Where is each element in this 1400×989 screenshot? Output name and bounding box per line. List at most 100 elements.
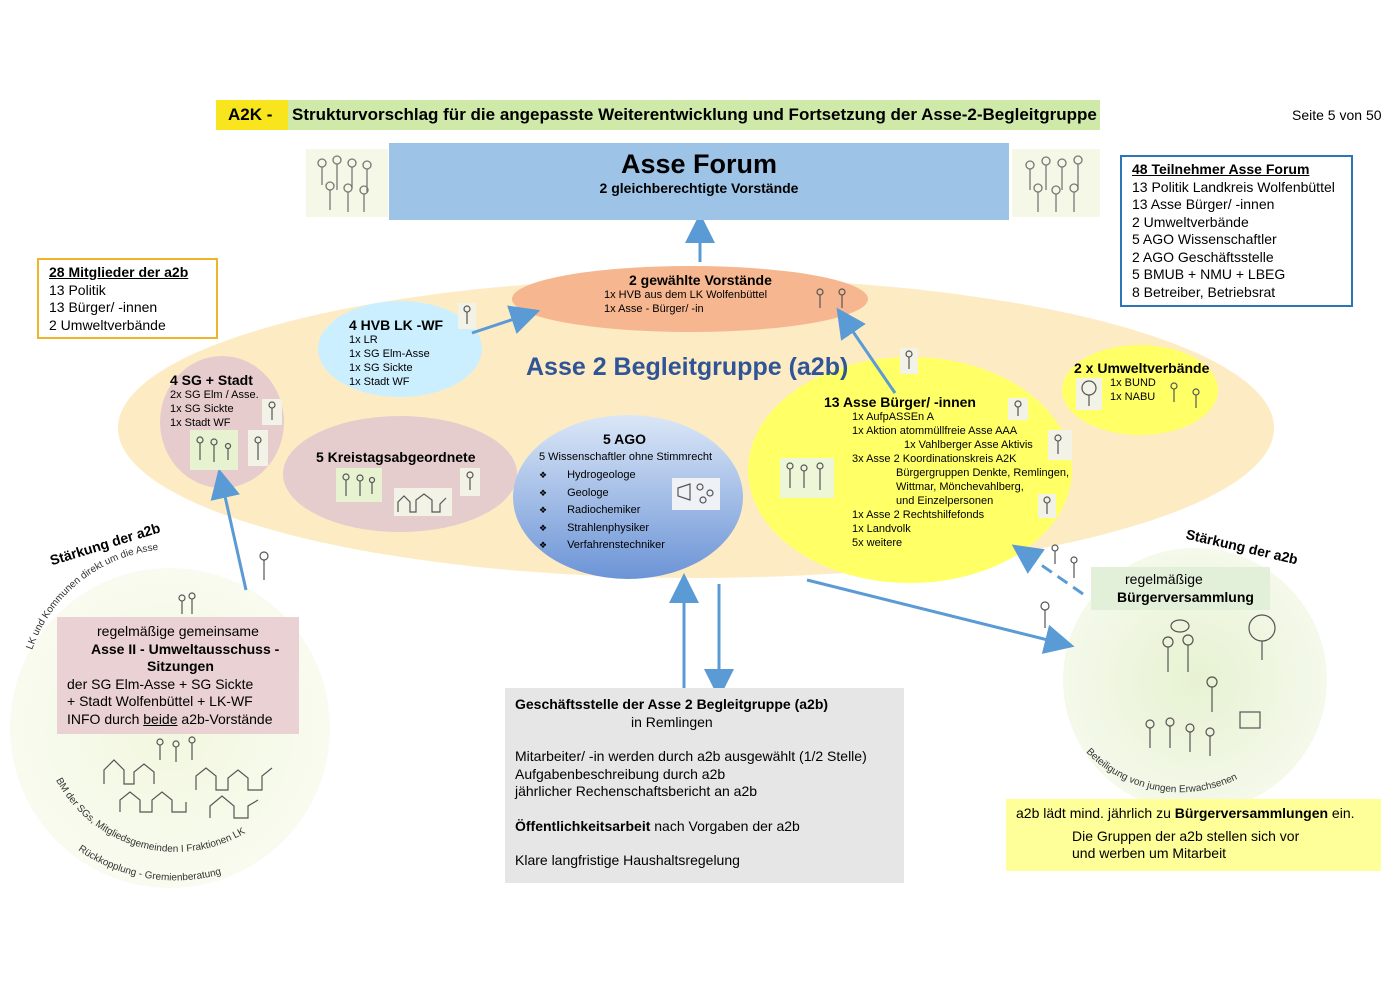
page-number: Seite 5 von 50 — [1292, 107, 1382, 123]
buerger-line: Wittmar, Mönchevahlberg, — [896, 481, 1024, 493]
yellow-note-line1: a2b lädt mind. jährlich zu Bürgerversamm… — [1016, 805, 1371, 823]
buerger-line: 1x Landvolk — [852, 523, 911, 535]
crowd-icon — [156, 736, 196, 762]
person-icon — [262, 399, 282, 425]
person-icon — [1070, 556, 1078, 578]
sg-stadt-group: 4 SG + Stadt 2x SG Elm / Asse. 1x SG Sic… — [170, 372, 259, 430]
buergerversammlung-box: regelmäßige Bürgerversammlung — [1091, 567, 1270, 610]
hvb-line: 1x LR — [349, 334, 378, 346]
kreistag-ellipse — [283, 416, 517, 532]
forum-members-line: 5 AGO Wissenschaftler — [1132, 231, 1277, 247]
tree-icon — [1076, 378, 1102, 410]
person-icon — [1008, 398, 1028, 420]
vorstaende-group: 2 gewählte Vorstände 1x HVB aus dem LK W… — [604, 272, 772, 316]
ago-group: 5 AGO 5 Wissenschaftler ohne Stimmrecht … — [539, 431, 712, 555]
person-icon — [1170, 382, 1178, 402]
village-icon — [195, 767, 273, 791]
geschaeft-line: Klare langfristige Haushaltsregelung — [515, 852, 740, 868]
asse-forum-box: Asse Forum 2 gleichberechtigte Vorstände — [389, 143, 1012, 220]
family-icon — [336, 468, 382, 502]
ago-item: Geologe — [539, 485, 712, 503]
umwelt-title: 2 x Umweltverbände — [1074, 360, 1210, 376]
yellow-note-box: a2b lädt mind. jährlich zu Bürgerversamm… — [1006, 799, 1381, 871]
ago-title: 5 AGO — [603, 431, 647, 447]
arc-label-left-bottom1: BM der SGs, Mitgliedsgemeinden I Fraktio… — [53, 776, 247, 855]
header-tag: A2K - — [216, 100, 288, 130]
speech-bubble-icon — [1170, 619, 1190, 633]
a2b-members-line: 13 Politik — [49, 281, 106, 298]
yellow-note-bold: Bürgerversammlungen — [1174, 805, 1329, 821]
a2b-main-title: Asse 2 Begleitgruppe (a2b) — [526, 353, 849, 381]
vorstaende-line: 1x HVB aus dem LK Wolfenbüttel — [604, 289, 768, 301]
village-icon — [394, 488, 452, 516]
person-icon — [1192, 388, 1200, 408]
buerger-group: 13 Asse Bürger/ -innen 1x AufpASSEn A 1x… — [824, 394, 1069, 550]
crowd-right-icon — [1012, 149, 1100, 217]
forum-members-line: 2 AGO Geschäftsstelle — [1132, 248, 1274, 265]
right-circle — [1063, 548, 1327, 812]
ausschuss-line: der SG Elm-Asse + SG Sickte — [67, 675, 254, 692]
person-icon — [259, 551, 269, 580]
ausschuss-line: regelmäßige gemeinsame — [97, 623, 259, 639]
family-icon — [780, 458, 834, 498]
a2b-members-line: 2 Umweltverbände — [49, 316, 166, 333]
yellow-note-line3: und werben um Mitarbeit — [1072, 845, 1227, 861]
arc-label-right: Beteiligung von jungen Erwachsenen — [1084, 746, 1239, 795]
hvb-line: 1x SG Sickte — [349, 362, 413, 374]
geschaeft-subtitle: in Remlingen — [631, 713, 713, 730]
family-icon — [248, 430, 268, 466]
buerger-line: Bürgergruppen Denkte, Remlingen, — [896, 467, 1070, 479]
yellow-note-line2: Die Gruppen der a2b stellen sich vor — [1072, 827, 1300, 844]
buerger-line: 1x Vahlberger Asse Aktivis — [904, 439, 1033, 451]
sg-stadt-line: 1x Stadt WF — [170, 417, 231, 429]
umwelt-group: 2 x Umweltverbände 1x BUND 1x NABU — [1074, 360, 1209, 404]
person-icon — [460, 468, 480, 496]
person-icon — [458, 303, 476, 329]
sg-stadt-title: 4 SG + Stadt — [170, 372, 253, 388]
people-group-icon — [1145, 717, 1215, 756]
buerger-line: 5x weitere — [852, 537, 903, 549]
tree-icon — [1248, 614, 1276, 660]
ausschuss-info-underline: beide — [143, 710, 178, 727]
person-icon — [1048, 430, 1072, 460]
a2b-members-heading: 28 Mitglieder der a2b — [49, 264, 189, 280]
geschaeft-title: Geschäftsstelle der Asse 2 Begleitgruppe… — [515, 696, 829, 712]
header-title: Strukturvorschlag für die angepasste Wei… — [288, 100, 1100, 130]
geschaeft-oeff-rest: nach Vorgaben der a2b — [650, 817, 800, 834]
forum-title: Asse Forum — [620, 149, 778, 179]
forum-members-heading: 48 Teilnehmer Asse Forum — [1132, 161, 1310, 177]
a2b-members-box: 28 Mitglieder der a2b 13 Politik 13 Bürg… — [37, 258, 218, 339]
people-group-icon — [1162, 634, 1218, 712]
yellow-note-pre: a2b lädt mind. jährlich zu — [1016, 805, 1175, 821]
vorstaende-ellipse — [512, 266, 868, 332]
buergerversammlung-line1: regelmäßige — [1125, 571, 1203, 587]
family-icon — [190, 430, 238, 470]
ago-item: Radiochemiker — [539, 502, 712, 520]
buerger-ellipse — [748, 357, 1072, 583]
geschaeft-line: jährlicher Rechenschaftsbericht an a2b — [515, 783, 758, 799]
geschaeft-line: Öffentlichkeitsarbeit nach Vorgaben der … — [515, 818, 894, 836]
ausschuss-info-line: INFO durch beide a2b-Vorstände — [67, 711, 289, 729]
hvb-group: 4 HVB LK -WF 1x LR 1x SG Elm-Asse 1x SG … — [349, 317, 443, 389]
buerger-line: 1x Asse 2 Rechtshilfefonds — [852, 509, 985, 521]
person-icon — [1040, 601, 1050, 628]
crowd-icon — [178, 592, 196, 614]
yellow-note-post: ein. — [1328, 805, 1355, 821]
map-icon — [1239, 711, 1261, 729]
person-icon — [838, 288, 846, 308]
forum-members-line: 13 Asse Bürger/ -innen — [1132, 196, 1275, 212]
vorstaende-title: 2 gewählte Vorstände — [629, 272, 772, 288]
a2b-members-line: 13 Bürger/ -innen — [49, 299, 158, 315]
geschaeft-line: Mitarbeiter/ -in werden durch a2b ausgew… — [515, 748, 867, 764]
forum-subtitle: 2 gleichberechtigte Vorstände — [599, 180, 799, 196]
hvb-line: 1x SG Elm-Asse — [349, 348, 430, 360]
forum-members-line: 2 Umweltverbände — [1132, 213, 1249, 230]
village-icon — [103, 759, 155, 785]
sg-stadt-line: 1x SG Sickte — [170, 403, 234, 415]
kreistag-title: 5 Kreistagsabgeordnete — [316, 449, 476, 465]
buergerversammlung-line2: Bürgerversammlung — [1117, 588, 1254, 605]
buerger-title: 13 Asse Bürger/ -innen — [824, 394, 976, 410]
hvb-title: 4 HVB LK -WF — [349, 317, 444, 333]
hvb-ellipse — [318, 301, 482, 397]
